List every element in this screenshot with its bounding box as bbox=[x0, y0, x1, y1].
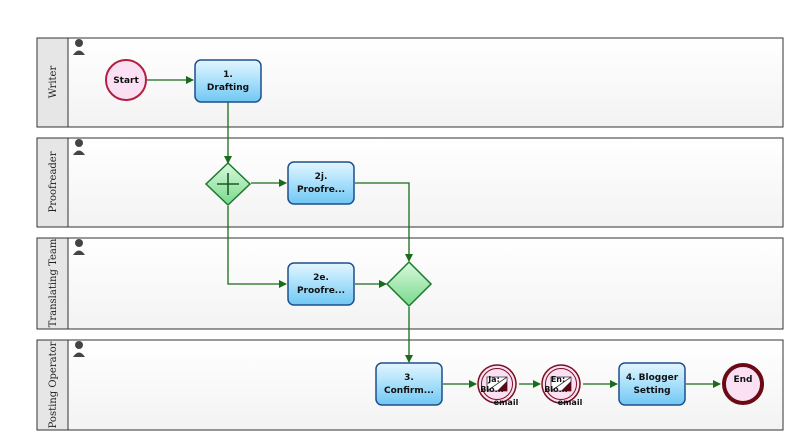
plus-icon bbox=[217, 173, 239, 195]
email-ja-line1: Ja: bbox=[487, 375, 500, 384]
lane-proofreader: Proofreader bbox=[36, 137, 784, 228]
email-ja-tag: email bbox=[494, 398, 519, 407]
task-blogger-line2: Setting bbox=[633, 386, 670, 396]
parallel-gateway-split[interactable] bbox=[204, 161, 252, 207]
email-en-line2: Blo... bbox=[544, 385, 567, 394]
start-event[interactable]: Start bbox=[105, 59, 147, 101]
email-en-line1: En: bbox=[551, 375, 565, 384]
task-blogger-line1: 4. Blogger bbox=[626, 373, 679, 383]
message-event-email-ja[interactable]: Ja: Blo... email bbox=[477, 364, 519, 407]
task-confirm-number: 3. bbox=[404, 373, 414, 383]
lane-label-posting-operator: Posting Operator bbox=[48, 341, 59, 428]
task-proofread-japanese[interactable]: 2j. Proofre... bbox=[287, 161, 355, 205]
lane-label-translating-team: Translating Team bbox=[48, 238, 59, 327]
message-event-email-en[interactable]: En: Blo... email bbox=[541, 364, 583, 407]
flow-proof-j-to-join bbox=[355, 182, 413, 262]
task-blogger-setting[interactable]: 4. Blogger Setting bbox=[618, 362, 686, 406]
person-icon bbox=[73, 341, 85, 357]
task-proof-j-number: 2j. bbox=[315, 172, 328, 182]
person-icon bbox=[73, 239, 85, 255]
task-proof-j-label: Proofre... bbox=[297, 185, 345, 195]
person-icon bbox=[73, 39, 85, 55]
lane-writer: Writer bbox=[36, 37, 784, 128]
task-confirm-label: Confirm... bbox=[384, 386, 434, 396]
sequence-flows bbox=[147, 76, 721, 388]
task-proof-e-number: 2e. bbox=[313, 273, 329, 283]
gateway-join[interactable] bbox=[385, 260, 433, 308]
lane-label-writer: Writer bbox=[48, 66, 59, 99]
lane-label-proofreader: Proofreader bbox=[48, 151, 59, 212]
task-drafting[interactable]: 1. Drafting bbox=[194, 59, 262, 103]
end-event[interactable]: End bbox=[722, 363, 764, 405]
task-drafting-label: Drafting bbox=[207, 83, 249, 93]
person-icon bbox=[73, 139, 85, 155]
email-en-tag: email bbox=[558, 398, 583, 407]
task-proof-e-label: Proofre... bbox=[297, 286, 345, 296]
task-proofread-english[interactable]: 2e. Proofre... bbox=[287, 262, 355, 306]
email-ja-line2: Blo... bbox=[480, 385, 503, 394]
end-event-label: End bbox=[734, 375, 753, 385]
flow-split-to-proof-e bbox=[227, 206, 287, 288]
task-drafting-number: 1. bbox=[223, 70, 233, 80]
start-event-label: Start bbox=[113, 76, 139, 86]
task-confirm[interactable]: 3. Confirm... bbox=[375, 362, 443, 406]
